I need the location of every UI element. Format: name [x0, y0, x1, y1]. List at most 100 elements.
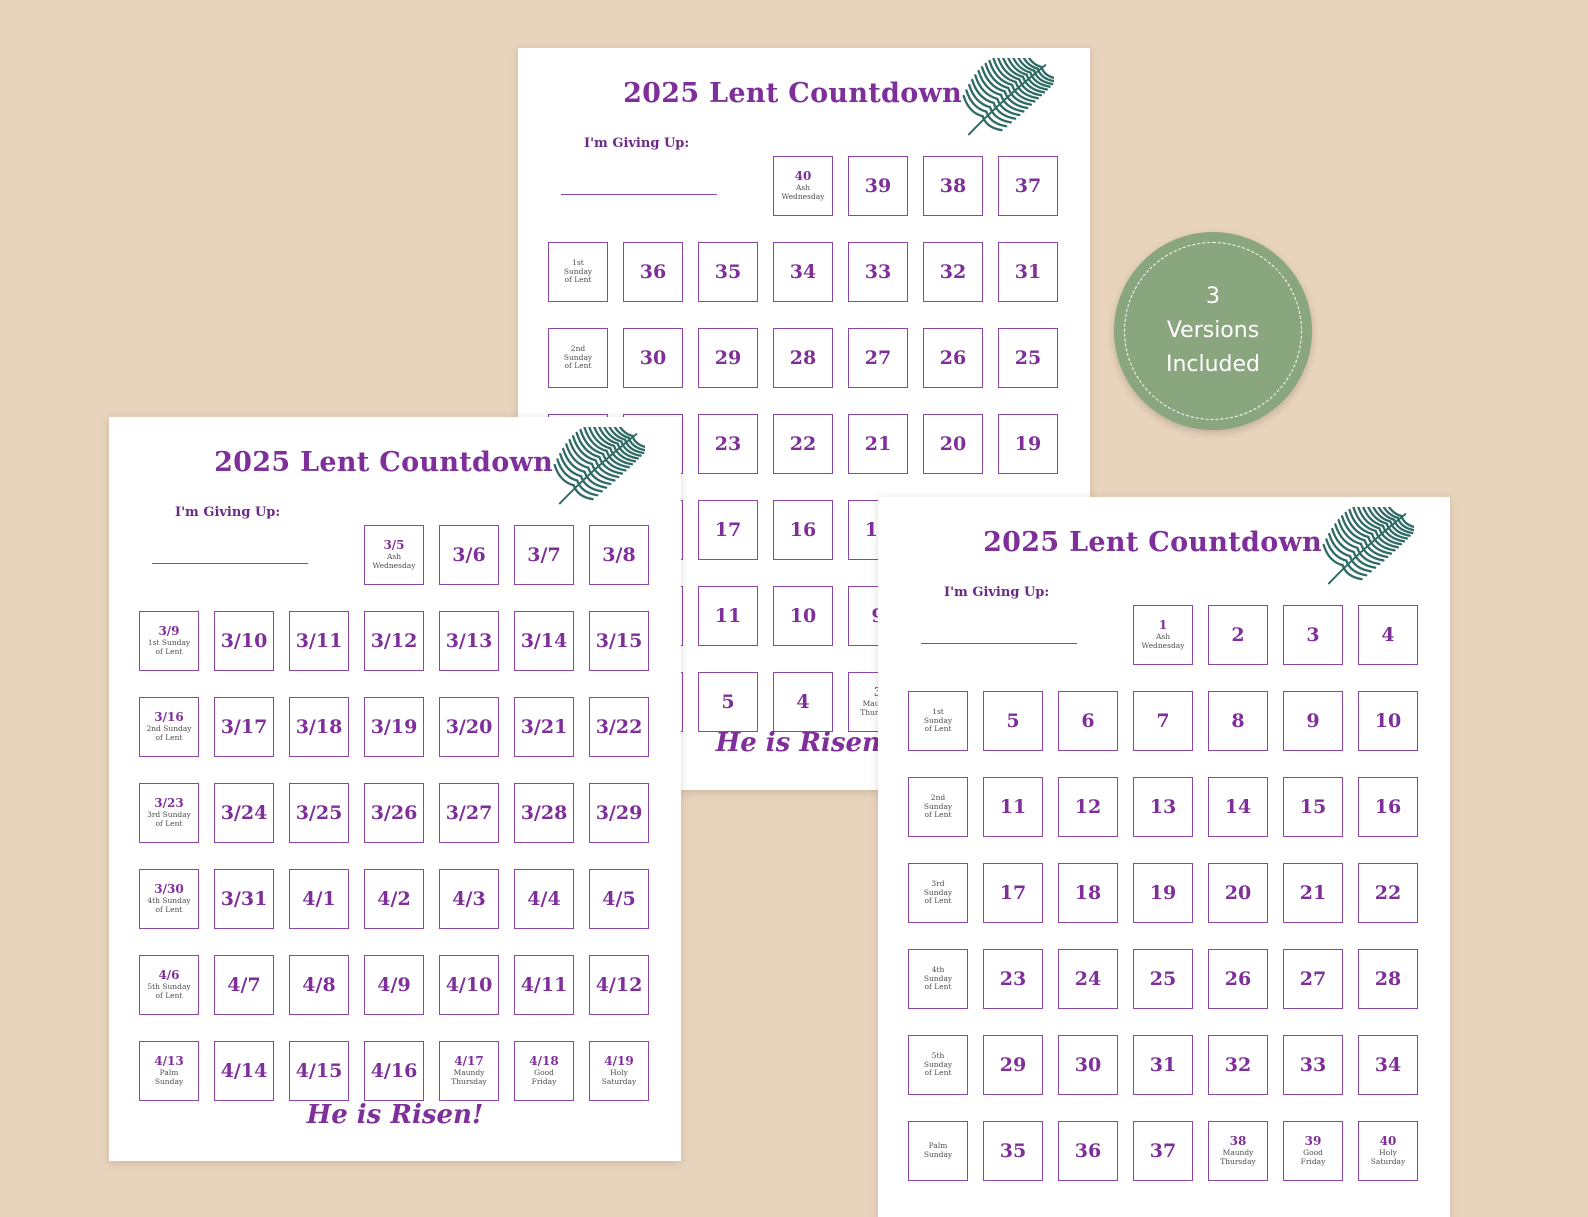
giving-up-line[interactable] — [152, 563, 308, 564]
day-box[interactable]: 17 — [698, 500, 758, 560]
day-box[interactable]: 3/21 — [514, 697, 574, 757]
day-box[interactable]: 4th Sunday of Lent — [908, 949, 968, 1009]
day-box[interactable]: 21 — [1283, 863, 1343, 923]
day-box[interactable]: 25 — [1133, 949, 1193, 1009]
day-box[interactable]: 4/12 — [589, 955, 649, 1015]
day-box[interactable]: 4/11 — [514, 955, 574, 1015]
day-box[interactable]: 10 — [1358, 691, 1418, 751]
day-box[interactable]: 3 — [1283, 605, 1343, 665]
day-box[interactable]: 3/24 — [214, 783, 274, 843]
day-box[interactable]: 23 — [698, 414, 758, 474]
day-box[interactable]: 20 — [923, 414, 983, 474]
day-box[interactable]: 3/15 — [589, 611, 649, 671]
day-box[interactable]: 3/25 — [289, 783, 349, 843]
day-box[interactable]: 34 — [1358, 1035, 1418, 1095]
day-box[interactable]: 4/1 — [289, 869, 349, 929]
day-box[interactable]: 5 — [698, 672, 758, 732]
day-box[interactable]: 24 — [1058, 949, 1118, 1009]
day-box[interactable]: 15 — [1283, 777, 1343, 837]
day-box[interactable]: 37 — [998, 156, 1058, 216]
day-box[interactable]: Palm Sunday — [908, 1121, 968, 1181]
day-box[interactable]: 3/10 — [214, 611, 274, 671]
day-box[interactable]: 3/8 — [589, 525, 649, 585]
day-box[interactable]: 8 — [1208, 691, 1268, 751]
day-box[interactable]: 3/18 — [289, 697, 349, 757]
day-box[interactable]: 5 — [983, 691, 1043, 751]
day-box[interactable]: 3/22 — [589, 697, 649, 757]
day-box[interactable]: 33 — [848, 242, 908, 302]
day-box[interactable]: 31 — [998, 242, 1058, 302]
day-box[interactable]: 3/7 — [514, 525, 574, 585]
day-box[interactable]: 30 — [623, 328, 683, 388]
day-box[interactable]: 3/17 — [214, 697, 274, 757]
day-box[interactable]: 3rd Sunday of Lent — [908, 863, 968, 923]
day-box[interactable]: 19 — [998, 414, 1058, 474]
day-box[interactable]: 18 — [1058, 863, 1118, 923]
day-box[interactable]: 4 — [1358, 605, 1418, 665]
day-box[interactable]: 1st Sunday of Lent — [548, 242, 608, 302]
day-box[interactable]: 28 — [773, 328, 833, 388]
day-box[interactable]: 29 — [698, 328, 758, 388]
day-box[interactable]: 11 — [698, 586, 758, 646]
day-box[interactable]: 12 — [1058, 777, 1118, 837]
day-box[interactable]: 30 — [1058, 1035, 1118, 1095]
day-box[interactable]: 36 — [623, 242, 683, 302]
day-box[interactable]: 3/26 — [364, 783, 424, 843]
day-box[interactable]: 22 — [1358, 863, 1418, 923]
day-box[interactable]: 16 — [1358, 777, 1418, 837]
day-box[interactable]: 14 — [1208, 777, 1268, 837]
day-box[interactable]: 37 — [1133, 1121, 1193, 1181]
giving-up-line[interactable] — [561, 194, 717, 195]
day-box[interactable]: 4 — [773, 672, 833, 732]
day-box[interactable]: 26 — [923, 328, 983, 388]
day-box[interactable]: 3/31 — [214, 869, 274, 929]
day-box[interactable]: 2nd Sunday of Lent — [548, 328, 608, 388]
day-box[interactable]: 4/7 — [214, 955, 274, 1015]
day-box[interactable]: 28 — [1358, 949, 1418, 1009]
day-box[interactable]: 21 — [848, 414, 908, 474]
day-box[interactable]: 32 — [923, 242, 983, 302]
day-box[interactable]: 3/28 — [514, 783, 574, 843]
day-box[interactable]: 13 — [1133, 777, 1193, 837]
day-box[interactable]: 6 — [1058, 691, 1118, 751]
day-box[interactable]: 27 — [848, 328, 908, 388]
day-box[interactable]: 34 — [773, 242, 833, 302]
day-box[interactable]: 11 — [983, 777, 1043, 837]
day-box[interactable]: 5th Sunday of Lent — [908, 1035, 968, 1095]
day-box[interactable]: 38 — [923, 156, 983, 216]
day-box[interactable]: 25 — [998, 328, 1058, 388]
day-box[interactable]: 3/14 — [514, 611, 574, 671]
day-box[interactable]: 16 — [773, 500, 833, 560]
day-box[interactable]: 23 — [983, 949, 1043, 1009]
day-box[interactable]: 2nd Sunday of Lent — [908, 777, 968, 837]
day-box[interactable]: 22 — [773, 414, 833, 474]
day-box[interactable]: 17 — [983, 863, 1043, 923]
day-box[interactable]: 7 — [1133, 691, 1193, 751]
day-box[interactable]: 3/13 — [439, 611, 499, 671]
day-box[interactable]: 9 — [1283, 691, 1343, 751]
day-box[interactable]: 29 — [983, 1035, 1043, 1095]
day-box[interactable]: 4/2 — [364, 869, 424, 929]
day-box[interactable]: 4/5 — [589, 869, 649, 929]
day-box[interactable]: 26 — [1208, 949, 1268, 1009]
day-box[interactable]: 3/6 — [439, 525, 499, 585]
giving-up-line[interactable] — [921, 643, 1077, 644]
day-box[interactable]: 33 — [1283, 1035, 1343, 1095]
day-box[interactable]: 4/8 — [289, 955, 349, 1015]
day-box[interactable]: 32 — [1208, 1035, 1268, 1095]
day-box[interactable]: 27 — [1283, 949, 1343, 1009]
day-box[interactable]: 39 — [848, 156, 908, 216]
day-box[interactable]: 19 — [1133, 863, 1193, 923]
